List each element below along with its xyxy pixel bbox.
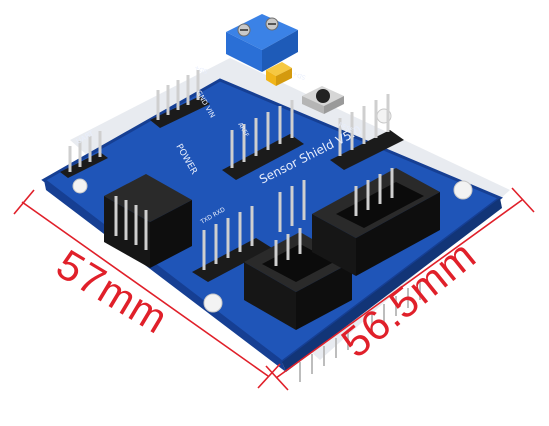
pcb-edge-right [282, 198, 502, 372]
reset-button [302, 86, 344, 114]
silk-sd: SD+ [194, 64, 209, 75]
header-right [330, 94, 404, 170]
dimension-line-left [13, 189, 281, 389]
header-middle [192, 180, 306, 282]
mount-hole [72, 178, 88, 194]
jumper [266, 62, 292, 86]
box-connector-left [104, 174, 192, 268]
mount-hole [203, 293, 223, 313]
silk-sd-right: SD+ [292, 70, 307, 81]
header-uart [60, 131, 108, 178]
dimension-line-right [265, 187, 535, 391]
box-connector-right [312, 168, 440, 276]
terminal-block [226, 14, 298, 72]
header-center [222, 100, 304, 180]
mount-hole [453, 180, 473, 200]
header-top [150, 70, 210, 128]
bottom-pins [299, 280, 421, 382]
